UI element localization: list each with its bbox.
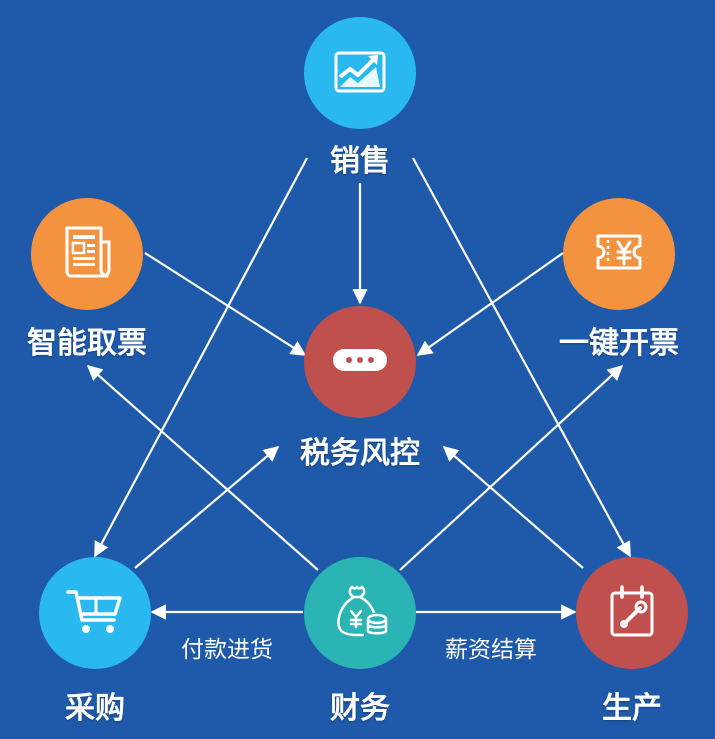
node-production [576,557,688,669]
arrow-sales-to-purchase [94,157,308,558]
label-tax-risk: 税务风控 [300,436,420,471]
trend-chart-icon [332,47,388,99]
arrow-invoice-to-tax [416,252,564,356]
node-sales [304,17,416,129]
label-invoice: 一键开票 [559,326,679,361]
node-finance [304,557,416,669]
password-icon [330,345,390,379]
arrow-finance-to-invoice [399,364,624,571]
node-tax-risk [304,306,416,418]
arrow-sales-to-production [412,157,631,558]
arrow-production-to-tax [442,445,584,569]
node-smart-ticket [31,198,143,310]
edge-label-salary-settlement: 薪资结算 [445,637,537,663]
label-sales: 销售 [330,144,390,179]
node-purchase [39,557,151,669]
label-production: 生产 [602,691,662,726]
document-icon [61,224,113,284]
label-finance: 财务 [330,691,390,726]
arrow-purchase-to-tax [134,446,280,569]
arrow-finance-to-ticket [86,364,319,571]
cart-icon [66,586,124,640]
edge-label-payment-purchase: 付款进货 [181,637,273,663]
label-purchase: 采购 [65,691,125,726]
node-invoice [563,198,675,310]
yen-invoice-icon [592,228,646,280]
tools-calendar-icon [606,583,658,643]
money-bag-icon [330,581,390,645]
label-smart-ticket: 智能取票 [27,326,147,361]
arrow-ticket-to-tax [144,252,307,356]
